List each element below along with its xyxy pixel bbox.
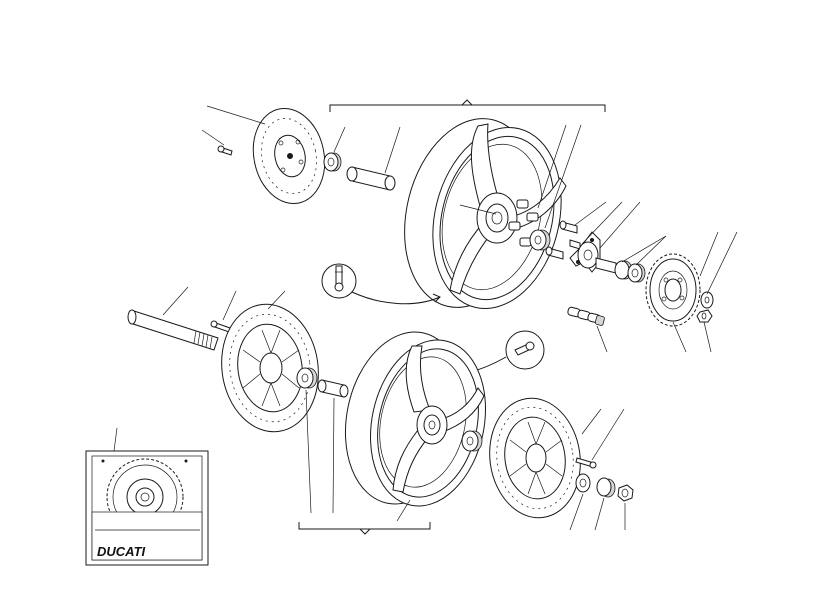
callout-leaders <box>113 105 738 531</box>
front-left-brake-disc <box>221 303 319 433</box>
callout-line-rear-disc-bolt <box>201 129 225 146</box>
front-axle-nut <box>617 484 634 502</box>
callout-line-front-disc <box>267 290 286 310</box>
front-wheel <box>344 331 486 507</box>
rear-disc-bolt <box>217 145 233 156</box>
front-assembly-bracket <box>298 522 431 535</box>
callout-line-front-axle <box>162 286 189 316</box>
brand-logo: DUCATI <box>97 544 146 559</box>
rear-assembly-bracket <box>329 99 606 112</box>
rear-brake-disc <box>252 107 326 205</box>
callout-line-rear-disc <box>206 105 266 125</box>
callout-line-rear-wheel-b <box>544 124 582 229</box>
sprocket-nut <box>696 309 713 323</box>
callout-line-cush-pin-b <box>581 201 623 245</box>
front-disc-bolt <box>210 320 231 333</box>
front-right-bearing <box>461 430 483 452</box>
callout-line-sprocket <box>672 321 687 353</box>
callout-line-front-bolt <box>222 290 237 321</box>
callout-line-sprocket-nut-b <box>703 321 712 353</box>
callout-line-front-small-spacer <box>594 497 605 531</box>
rear-sprocket <box>645 253 701 327</box>
rear-bearing-left <box>323 152 342 172</box>
callout-line-front-disc-right <box>581 408 602 435</box>
callout-line-front-washer <box>569 493 584 531</box>
front-spacer <box>317 379 349 398</box>
sprocket-washer <box>700 291 714 309</box>
callout-line-inset <box>113 427 118 452</box>
callout-line-rear-wheel-a <box>537 124 567 209</box>
chain-link <box>567 306 605 326</box>
front-axle <box>127 309 219 351</box>
front-axle-washer <box>575 473 591 493</box>
rear-wheel-studs <box>508 199 539 247</box>
callout-line-rear-bearing <box>333 126 346 153</box>
callout-line-carrier-bearing-a <box>621 235 667 263</box>
front-right-brake-disc <box>489 397 581 519</box>
callout-line-sprocket-washer <box>699 231 719 277</box>
inset-variant-panel: DUCATI <box>85 450 209 566</box>
front-left-bearing <box>296 367 318 389</box>
front-axle-spacer-small <box>596 477 616 498</box>
rear-carrier-bearings <box>614 260 646 283</box>
callout-line-rear-spacer <box>384 126 401 174</box>
callout-line-cush-pin <box>574 201 607 226</box>
callout-line-front-disc-bolt <box>591 408 625 461</box>
callout-line-chain <box>596 325 608 353</box>
callout-line-front-bearing <box>305 389 312 514</box>
rear-valve-detail <box>321 263 441 305</box>
rear-axle-spacer <box>346 166 396 191</box>
callout-line-front-wheel <box>396 499 411 522</box>
callout-line-carrier-bearing-b <box>635 235 667 266</box>
cush-drive-pins <box>545 220 581 260</box>
callout-line-sprocket-nut <box>706 231 738 295</box>
front-right-disc-bolt <box>575 457 597 469</box>
callout-line-front-spacer <box>332 397 335 514</box>
sprocket-carrier <box>569 231 617 274</box>
rear-wheel <box>404 118 567 310</box>
callout-line-carrier <box>599 201 641 249</box>
rear-hub-bearing <box>529 229 551 251</box>
